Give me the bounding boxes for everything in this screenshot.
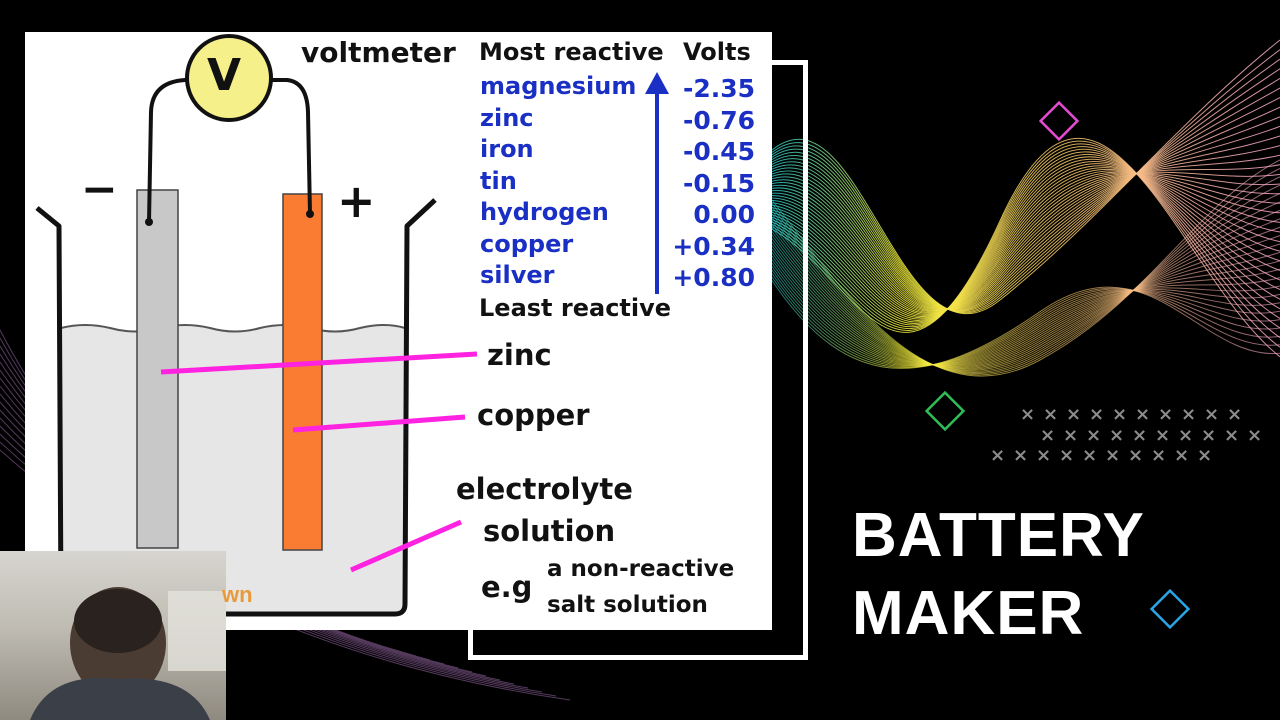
least-reactive-footer: Least reactive — [479, 294, 672, 322]
pointer-electrolyte — [350, 519, 462, 573]
metal-volts-1: -0.76 — [682, 105, 755, 135]
diamond-pink-icon — [1038, 100, 1080, 142]
metal-volts-4: 0.00 — [693, 200, 755, 229]
negative-terminal-sign: − — [81, 164, 118, 215]
svg-text:×: × — [1197, 445, 1212, 466]
metal-volts-6: +0.80 — [672, 263, 755, 292]
svg-text:×: × — [1105, 445, 1120, 466]
svg-text:×: × — [1178, 425, 1193, 446]
webcam-overlay — [0, 551, 226, 720]
svg-text:×: × — [1201, 425, 1216, 446]
wave-pattern — [771, 39, 1280, 377]
example-text-line1: a non-reactive — [547, 556, 735, 582]
metal-name-5: copper — [480, 229, 574, 258]
svg-text:×: × — [1247, 425, 1262, 446]
svg-text:×: × — [1204, 404, 1219, 425]
electrolyte-label-line2: solution — [483, 514, 616, 548]
pointer-copper — [292, 414, 466, 433]
zinc-label: zinc — [487, 338, 552, 372]
svg-text:×: × — [1158, 404, 1173, 425]
reactivity-arrowhead — [645, 72, 669, 94]
cell-drawing — [35, 34, 669, 617]
example-text-line2: salt solution — [547, 592, 708, 618]
svg-text:×: × — [1224, 425, 1239, 446]
svg-text:×: × — [1059, 445, 1074, 466]
wire-positive — [265, 78, 312, 215]
svg-text:×: × — [1020, 404, 1035, 425]
svg-text:×: × — [1155, 425, 1170, 446]
metal-volts-3: -0.15 — [682, 168, 755, 198]
svg-text:×: × — [1013, 445, 1028, 466]
metal-volts-5: +0.34 — [672, 231, 755, 261]
electrolyte-label-line1: electrolyte — [456, 472, 633, 506]
svg-text:×: × — [1066, 404, 1081, 425]
svg-text:×: × — [1227, 404, 1242, 425]
diamond-blue-icon — [1149, 588, 1191, 630]
metal-name-0: magnesium — [480, 72, 637, 100]
svg-text:×: × — [1135, 404, 1150, 425]
metal-name-4: hydrogen — [480, 198, 609, 226]
metal-name-3: tin — [480, 166, 517, 195]
metal-volts-2: -0.45 — [682, 137, 755, 166]
diamond-green-icon — [924, 390, 966, 432]
volts-heading: Volts — [683, 38, 751, 66]
metal-name-1: zinc — [480, 103, 534, 132]
svg-text:×: × — [1036, 445, 1051, 466]
svg-text:×: × — [1043, 404, 1058, 425]
svg-text:×: × — [1040, 425, 1055, 446]
voltmeter-icon — [185, 34, 273, 122]
slide-title-line1: BATTERY — [852, 501, 1145, 570]
svg-text:×: × — [1132, 425, 1147, 446]
voltmeter-label: voltmeter — [301, 36, 456, 69]
svg-text:×: × — [1128, 445, 1143, 466]
svg-text:×: × — [1089, 404, 1104, 425]
copper-electrode — [282, 193, 323, 551]
presenter-video — [30, 587, 226, 720]
positive-terminal-sign: + — [337, 174, 376, 228]
svg-text:×: × — [1151, 445, 1166, 466]
svg-text:×: × — [1082, 445, 1097, 466]
svg-text:×: × — [1112, 404, 1127, 425]
electrochemical-cell-diagram: V voltmeter − + Most reactive Volts Leas… — [25, 32, 772, 630]
svg-text:×: × — [990, 445, 1005, 466]
metal-volts-0: -2.35 — [682, 74, 755, 103]
slide-title-line2: MAKER — [852, 579, 1085, 648]
electrolyte-surface — [60, 324, 406, 333]
cross-dot-pattern: ×××××××××××××××××××××××××××××× — [990, 404, 1262, 466]
metal-name-2: iron — [480, 135, 534, 163]
voltmeter-symbol: V — [207, 50, 242, 101]
copper-label: copper — [477, 398, 590, 432]
example-prefix: e.g — [481, 570, 533, 604]
pointer-zinc — [160, 351, 478, 375]
svg-text:×: × — [1063, 425, 1078, 446]
svg-text:×: × — [1181, 404, 1196, 425]
wire-negative — [147, 78, 193, 223]
svg-text:×: × — [1086, 425, 1101, 446]
webcam-ghost-text: wn — [222, 582, 253, 607]
svg-text:×: × — [1174, 445, 1189, 466]
most-reactive-heading: Most reactive — [479, 38, 664, 66]
svg-text:×: × — [1109, 425, 1124, 446]
metal-name-6: silver — [480, 261, 555, 289]
